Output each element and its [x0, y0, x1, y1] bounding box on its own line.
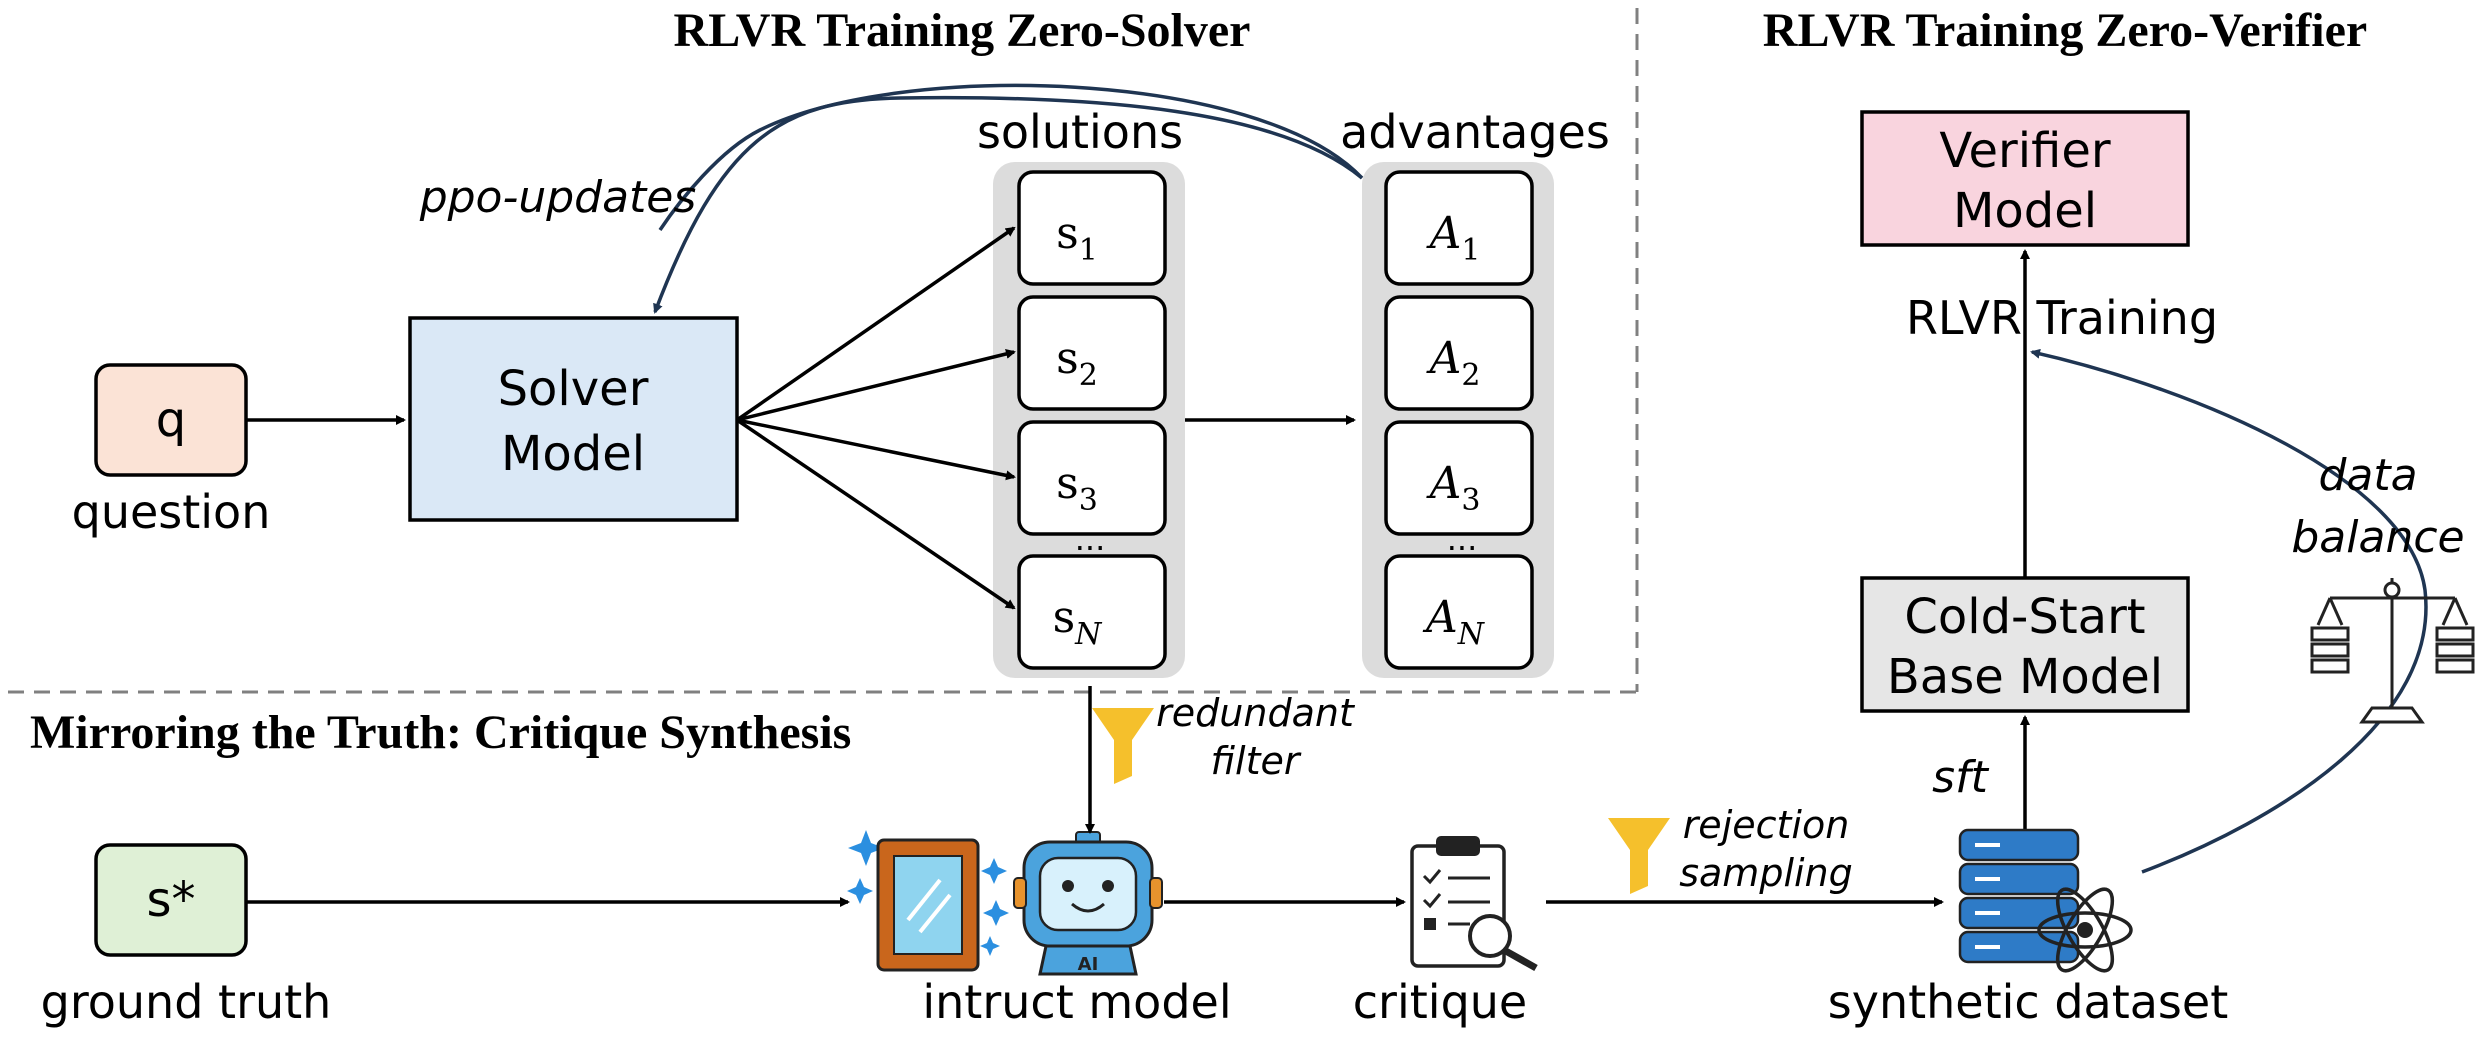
instruct-model-caption: intruct model: [922, 975, 1231, 1029]
advantage-a2-sub: 2: [1461, 358, 1480, 393]
advantage-a3-sub: 3: [1461, 483, 1480, 518]
question-caption: question: [72, 485, 271, 539]
synthesis-section-title: Mirroring the Truth: Critique Synthesis: [30, 706, 851, 759]
advantage-a2-base: A: [1426, 333, 1462, 384]
solution-s1: s1: [1017, 170, 1167, 286]
advantage-a1: A1: [1384, 170, 1534, 286]
svg-text:A2: A2: [1426, 333, 1481, 393]
solver-model-line2: Model: [501, 426, 645, 482]
advantage-a1-base: A: [1426, 208, 1462, 259]
svg-text:A1: A1: [1426, 208, 1481, 268]
base-model-line1: Cold-Start: [1904, 589, 2145, 645]
ppo-updates-curve-top: [658, 83, 1364, 231]
verifier-model-line2: Model: [1953, 183, 2097, 239]
balance-scale-icon: [2310, 578, 2475, 724]
svg-text:sN: sN: [1053, 592, 1104, 652]
solver-to-s1-arrow: [736, 226, 1016, 422]
solver-to-s3-arrow: [736, 418, 1016, 481]
cold-start-base-model-box: [1860, 576, 2190, 713]
verifier-model-box: [1860, 110, 2190, 247]
advantages-ellipsis: ...: [1447, 520, 1478, 558]
solution-s3: s3: [1017, 420, 1167, 536]
advantage-a1-sub: 1: [1461, 233, 1480, 268]
synthetic-dataset-icon: [1958, 828, 2133, 973]
solution-sN-sub: N: [1074, 617, 1103, 652]
advantage-aN-base: A: [1422, 592, 1458, 643]
solutions-ellipsis: ...: [1075, 520, 1106, 558]
data-balance-line2: balance: [2291, 512, 2464, 563]
solution-s2: s2: [1017, 295, 1167, 411]
svg-text:s1: s1: [1056, 208, 1098, 268]
advantage-aN-sub: N: [1457, 617, 1486, 652]
advantage-a2: A2: [1384, 295, 1534, 411]
ground-truth-node-label: s*: [146, 872, 195, 928]
solution-s3-sub: 3: [1079, 483, 1098, 518]
svg-text:s2: s2: [1056, 333, 1098, 393]
synthetic-dataset-caption: synthetic dataset: [1828, 975, 2228, 1029]
svg-text:AN: AN: [1422, 592, 1486, 652]
advantage-a3: A3: [1384, 420, 1534, 536]
solutions-header: solutions: [977, 105, 1183, 159]
sft-label: sft: [1932, 752, 1989, 803]
solution-s1-sub: 1: [1079, 233, 1098, 268]
solution-s2-base: s: [1056, 333, 1079, 384]
critique-clipboard-icon: [1410, 836, 1538, 972]
robot-badge: AI: [1078, 954, 1099, 975]
data-balance-line1: data: [2318, 450, 2417, 501]
solution-sN-base: s: [1053, 592, 1076, 643]
advantage-aN: AN: [1384, 554, 1534, 670]
svg-text:s3: s3: [1056, 458, 1098, 518]
mirror-icon: [876, 838, 980, 972]
solution-s2-sub: 2: [1079, 358, 1098, 393]
solver-model-line1: Solver: [498, 361, 649, 417]
advantages-header: advantages: [1340, 105, 1610, 159]
question-node-label: q: [156, 392, 186, 448]
rlvr-training-label: RLVR Training: [1906, 291, 2218, 345]
base-model-line2: Base Model: [1887, 649, 2163, 705]
redundant-filter-line2: filter: [1210, 739, 1301, 783]
solver-to-s2-arrow: [736, 349, 1016, 422]
sparkle-icons: [847, 830, 1009, 956]
critique-caption: critique: [1353, 975, 1527, 1029]
solution-s3-base: s: [1056, 458, 1079, 509]
solution-s1-base: s: [1056, 208, 1079, 259]
ppo-updates-label: ppo-updates: [419, 172, 697, 223]
solution-sN: sN: [1017, 554, 1167, 670]
verifier-model-line1: Verifier: [1939, 123, 2110, 179]
rejection-sampling-line1: rejection: [1683, 803, 1850, 847]
advantages-column: [1362, 162, 1554, 678]
svg-text:A3: A3: [1426, 458, 1481, 518]
solver-to-sN-arrow: [736, 418, 1016, 610]
robot-icon: AI: [1013, 831, 1163, 976]
redundant-filter-line1: redundant: [1156, 691, 1356, 735]
ppo-updates-arrow: [653, 95, 1364, 314]
solver-section-title: RLVR Training Zero-Solver: [674, 4, 1251, 57]
rejection-sampling-line2: sampling: [1679, 851, 1853, 895]
redundant-filter-funnel-icon: [1092, 708, 1154, 784]
data-balance-arrow: [2030, 348, 2428, 874]
verifier-section-title: RLVR Training Zero-Verifier: [1763, 4, 2367, 57]
ground-truth-node: [94, 843, 248, 957]
advantage-a3-base: A: [1426, 458, 1462, 509]
ground-truth-caption: ground truth: [41, 975, 332, 1029]
rejection-sampling-funnel-icon: [1608, 818, 1670, 894]
solver-model-box: [408, 316, 739, 522]
solutions-column: [993, 162, 1185, 678]
